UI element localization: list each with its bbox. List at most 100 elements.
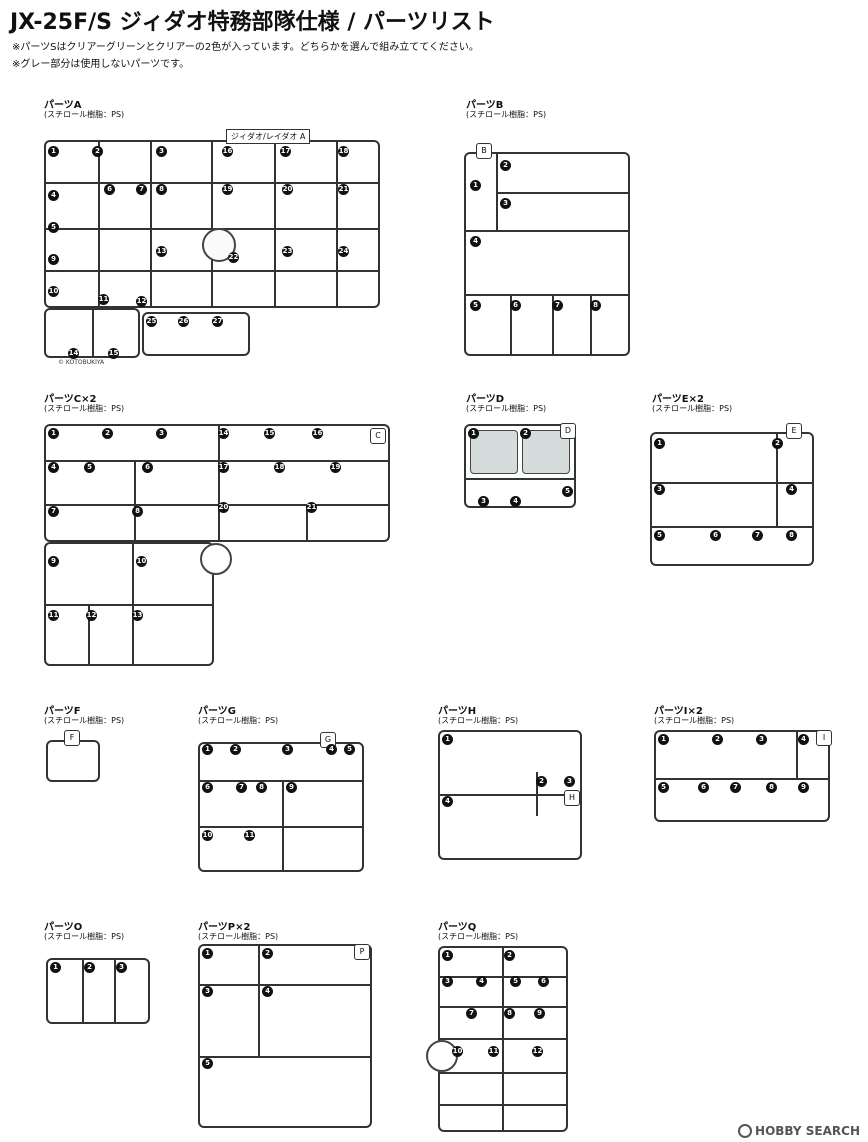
part-number-marker: 2 [500,160,511,171]
part-number-marker: 7 [752,530,763,541]
part-number-marker: 25 [146,316,157,327]
runner-a-label: ジィダオ/レイダオ A [226,129,311,144]
part-number-marker: 8 [590,300,601,311]
part-number-marker: 6 [142,462,153,473]
panel-title: パーツA [44,100,82,111]
part-number-marker: 21 [306,502,317,513]
part-number-marker: 5 [510,976,521,987]
panel-title: パーツC×2 [44,394,97,405]
panel-title: パーツH [438,706,477,717]
part-number-marker: 4 [476,976,487,987]
part-number-marker: 5 [202,1058,213,1069]
part-number-marker: 10 [202,830,213,841]
part-number-marker: 13 [156,246,167,257]
part-number-marker: 15 [264,428,275,439]
part-number-marker: 1 [468,428,479,439]
runner-a [44,140,380,308]
runner-g [198,742,364,872]
part-number-marker: 3 [116,962,127,973]
part-number-marker: 2 [536,776,547,787]
panel-material: (スチロール樹脂：PS) [654,716,735,725]
part-number-marker: 4 [326,744,337,755]
panel-material: (スチロール樹脂：PS) [44,716,125,725]
part-number-marker: 6 [710,530,721,541]
panel-material: (スチロール樹脂：PS) [466,110,547,119]
part-number-marker: 9 [286,782,297,793]
panel-title: パーツP×2 [198,922,251,933]
part-number-marker: 5 [562,486,573,497]
panel-material: (スチロール樹脂：PS) [438,932,519,941]
part-number-marker: 17 [218,462,229,473]
panel-title: パーツD [466,394,505,405]
part-number-marker: 13 [132,610,143,621]
runner-p [198,944,372,1128]
panel-material: (スチロール樹脂：PS) [44,110,125,119]
kotobukiya-mark: © KOTOBUKIYA [58,359,105,366]
part-number-marker: 6 [202,782,213,793]
runner-q [426,946,568,1132]
panel-material: (スチロール樹脂：PS) [438,716,519,725]
panel-material: (スチロール樹脂：PS) [652,404,733,413]
part-number-marker: 1 [48,428,59,439]
part-number-marker: 1 [48,146,59,157]
part-number-marker: 22 [228,252,239,263]
part-number-marker: 2 [504,950,515,961]
runner-h [438,730,582,860]
part-number-marker: 5 [344,744,355,755]
part-number-marker: 14 [218,428,229,439]
runner-c-upper [44,424,390,542]
panel-title: パーツE×2 [652,394,704,405]
part-number-marker: 21 [338,184,349,195]
part-number-marker: 7 [136,184,147,195]
part-number-marker: 3 [156,146,167,157]
part-number-marker: 4 [442,796,453,807]
part-number-marker: 11 [48,610,59,621]
part-number-marker: 8 [132,506,143,517]
part-number-marker: 16 [312,428,323,439]
panel-material: (スチロール樹脂：PS) [44,404,125,413]
part-number-marker: 2 [230,744,241,755]
part-number-marker: 15 [108,348,119,359]
part-number-marker: 2 [520,428,531,439]
part-number-marker: 5 [658,782,669,793]
runner-b [464,152,630,356]
panel-material: (スチロール樹脂：PS) [466,404,547,413]
part-number-marker: 7 [466,1008,477,1019]
part-number-marker: 3 [478,496,489,507]
part-number-marker: 6 [510,300,521,311]
runner-o [46,958,150,1024]
part-number-marker: 11 [488,1046,499,1057]
runner-d-tag: D [560,423,576,439]
part-number-marker: 10 [452,1046,463,1057]
runner-i [654,730,830,822]
part-number-marker: 4 [786,484,797,495]
part-number-marker: 2 [102,428,113,439]
watermark: HOBBY SEARCH [738,1124,860,1138]
part-number-marker: 1 [470,180,481,191]
part-number-marker: 4 [798,734,809,745]
panel-material: (スチロール樹脂：PS) [198,932,279,941]
part-number-marker: 5 [654,530,665,541]
runner-c-tag: C [370,428,386,444]
runner-a-label-text: ジィダオ/レイダオ [231,132,298,141]
part-number-marker: 3 [500,198,511,209]
part-number-marker: 3 [654,484,665,495]
panel-title: パーツI×2 [654,706,703,717]
part-number-marker: 27 [212,316,223,327]
part-number-marker: 19 [222,184,233,195]
part-number-marker: 6 [698,782,709,793]
runner-e-tag: E [786,423,802,439]
part-number-marker: 5 [48,222,59,233]
panel-title: パーツQ [438,922,477,933]
part-number-marker: 2 [712,734,723,745]
runner-a-letter: A [299,132,306,141]
part-number-marker: 4 [510,496,521,507]
part-number-marker: 9 [48,254,59,265]
part-number-marker: 3 [202,986,213,997]
part-number-marker: 12 [86,610,97,621]
part-number-marker: 20 [282,184,293,195]
part-number-marker: 23 [282,246,293,257]
part-number-marker: 18 [274,462,285,473]
part-number-marker: 3 [442,976,453,987]
part-number-marker: 3 [156,428,167,439]
